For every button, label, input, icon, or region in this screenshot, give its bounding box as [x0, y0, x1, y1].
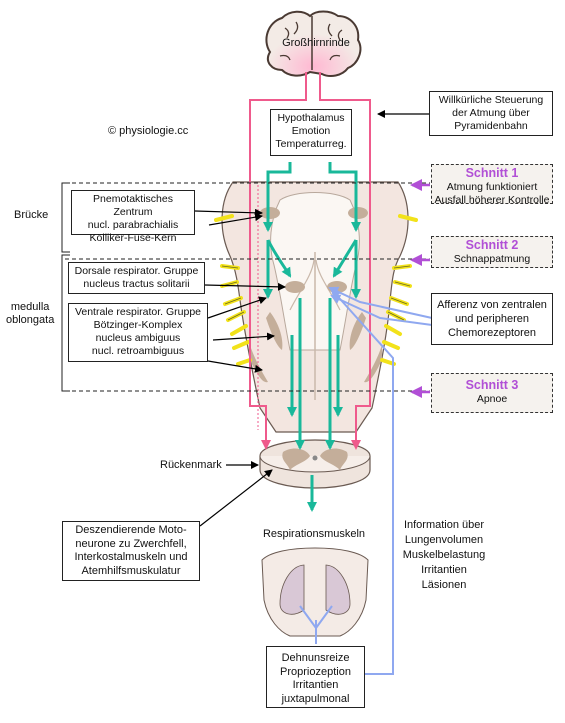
- information-line: Lungenvolumen: [404, 534, 484, 546]
- dehnungsreize-line: Propriozeption: [280, 665, 351, 678]
- willkuerlich-line: Pyramidenbahn: [454, 120, 528, 132]
- information-label: Information über Lungenvolumen Muskelbel…: [392, 518, 496, 593]
- leader-arrows: [194, 110, 429, 527]
- schnitt-1-desc: Ausfall höherer Kontrolle: [434, 194, 550, 206]
- medulla-line: oblongata: [6, 314, 55, 326]
- medulla-line: medulla: [10, 301, 50, 313]
- information-line: Irritantien: [421, 564, 467, 576]
- lungs-icon: [261, 547, 369, 637]
- ventral-group-box: Ventrale respirator. Gruppe Bötzinger-Ko…: [68, 303, 208, 362]
- cortex-label: Großhirnrinde: [282, 37, 350, 49]
- hypothalamus-line: Emotion: [291, 125, 331, 137]
- deszendierend-line: neurone zu Zwerchfell,: [75, 537, 187, 550]
- ventral-line: Ventrale respirator. Gruppe: [74, 306, 202, 318]
- pneumotaktisch-line: Pnemotaktisches Zentrum: [93, 193, 173, 218]
- hypothalamus-line: Hypothalamus: [277, 112, 345, 124]
- medulla-label: medulla oblongata: [6, 301, 54, 327]
- dorsal-line: Dorsale respirator. Gruppe: [74, 265, 199, 277]
- information-line: Information über: [403, 519, 485, 531]
- afferenz-box: Afferenz von zentralen und peripheren Ch…: [431, 293, 553, 345]
- schnitt-1-box: Schnitt 1 Atmung funktioniert Ausfall hö…: [431, 164, 553, 206]
- willkuerlich-line: Willkürliche Steuerung: [438, 94, 544, 106]
- pneumotaktisch-line: Kölliker-Fuse-Kern: [89, 232, 177, 244]
- schnitt-1-desc: Atmung funktioniert: [446, 181, 538, 193]
- schnitt-2-desc: Schnappatmung: [453, 253, 531, 265]
- willkuerliche-steuerung-box: Willkürliche Steuerung der Atmung über P…: [429, 91, 553, 136]
- spinal-cord-icon: [259, 439, 371, 489]
- schnitt-2-box: Schnitt 2 Schnappatmung: [431, 236, 553, 268]
- pyramidal-tract: [249, 72, 371, 450]
- schnitt-1-title: Schnitt 1: [465, 166, 519, 180]
- afferenz-line: Afferenz von zentralen: [437, 299, 547, 311]
- bruecke-label: Brücke: [14, 209, 49, 221]
- hypothalamus-box: Hypothalamus Emotion Temperaturreg.: [270, 109, 352, 156]
- afferent-pathways: [299, 286, 433, 675]
- rueckenmark-label: Rückenmark: [160, 459, 222, 471]
- schnitt-arrows: [410, 179, 430, 398]
- ventral-line: nucl. retroambiguus: [91, 345, 185, 357]
- afferenz-line: Chemorezeptoren: [447, 327, 537, 339]
- respirationsmuskeln-label: Respirationsmuskeln: [262, 528, 366, 540]
- dehnungsreize-box: Dehnunsreize Propriozeption Irritantien …: [266, 646, 365, 708]
- information-line: Läsionen: [421, 579, 467, 591]
- hypothalamus-line: Temperaturreg.: [275, 138, 347, 150]
- deszendierend-line: Atemhilfsmuskulatur: [81, 564, 181, 577]
- schnitt-3-desc: Apnoe: [476, 393, 508, 405]
- dehnungsreize-line: juxtapulmonal: [281, 692, 350, 705]
- schnitt-3-title: Schnitt 3: [465, 378, 519, 392]
- deszendierend-line: Interkostalmuskeln und: [74, 551, 188, 563]
- schnitt-3-box: Schnitt 3 Apnoe: [431, 373, 553, 413]
- schnitt-2-title: Schnitt 2: [465, 238, 519, 252]
- section-lines: [65, 182, 430, 392]
- ventral-line: nucleus ambiguus: [95, 332, 181, 344]
- dehnungsreize-line: Dehnunsreize: [281, 652, 350, 664]
- pneumotaktisch-box: Pnemotaktisches Zentrum nucl. parabrachi…: [71, 190, 195, 244]
- willkuerlich-line: der Atmung über: [452, 107, 530, 119]
- pneumotaktisch-line: nucl. parabrachialis: [87, 219, 179, 231]
- deszendierend-box: Deszendierende Moto- neurone zu Zwerchfe…: [62, 521, 200, 581]
- deszendierend-line: Deszendierende Moto-: [75, 524, 187, 536]
- copyright-label: © physiologie.cc: [108, 125, 189, 137]
- information-line: Muskelbelastung: [402, 549, 486, 561]
- brackets: [61, 182, 70, 392]
- dehnungsreize-line: Irritantien: [292, 679, 339, 691]
- dorsal-line: nucleus tractus solitarii: [83, 278, 190, 290]
- brain-icon: [265, 10, 362, 77]
- ventral-line: Bötzinger-Komplex: [93, 319, 183, 331]
- dorsal-group-box: Dorsale respirator. Gruppe nucleus tract…: [68, 262, 205, 294]
- descending-pathways: [263, 162, 361, 512]
- afferenz-line: und peripheren: [454, 313, 529, 325]
